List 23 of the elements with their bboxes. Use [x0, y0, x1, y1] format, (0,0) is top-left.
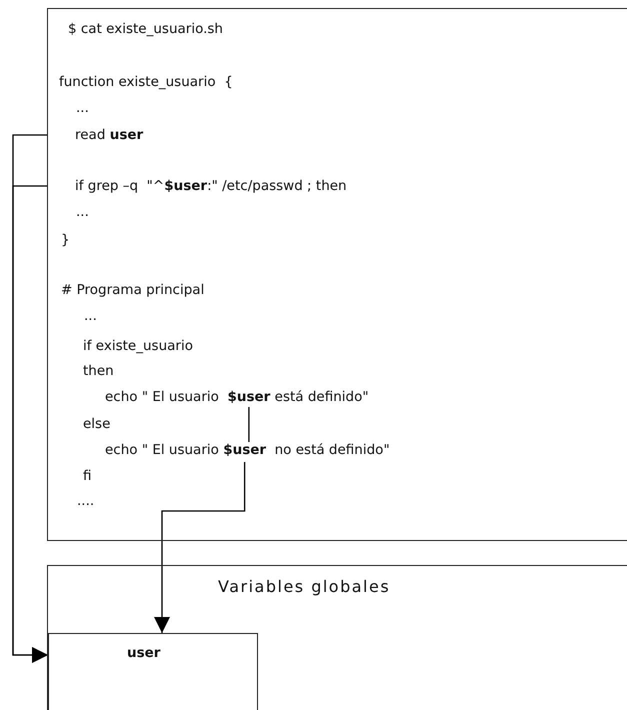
code-line: else — [83, 415, 110, 433]
code-line: .... — [77, 492, 94, 510]
code-line: $ cat existe_usuario.sh — [68, 20, 223, 38]
code-line: ... — [76, 203, 89, 221]
code-line: } — [61, 231, 70, 249]
variable-box — [48, 633, 258, 710]
code-panel — [47, 8, 627, 541]
globals-panel — [47, 565, 627, 710]
panel-title: Variables globales — [218, 578, 390, 596]
code-line: # Programa principal — [61, 281, 204, 299]
code-line: fi — [83, 467, 92, 485]
connector-line — [248, 407, 250, 442]
code-line: ... — [84, 307, 97, 325]
code-line: function existe_usuario { — [59, 73, 233, 91]
code-line: read user — [48, 126, 144, 144]
code-line: if grep –q "^$user:" /etc/passwd ; then — [48, 177, 347, 195]
code-line: then — [83, 362, 114, 380]
code-line: if existe_usuario — [83, 337, 193, 355]
arrow — [154, 462, 246, 633]
code-line: echo " El usuario $user no está definido" — [105, 441, 390, 459]
code-line: ... — [76, 99, 89, 117]
code-line: echo " El usuario $user está definido" — [105, 388, 369, 406]
variable-name: user — [127, 644, 160, 662]
